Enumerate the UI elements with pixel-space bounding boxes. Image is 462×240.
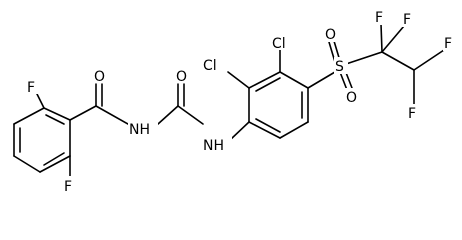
bond-n-aryl bbox=[229, 121, 250, 141]
atom-o-sulfonyl-bottom: O bbox=[346, 90, 357, 106]
bond-ring-carbonyl bbox=[69, 105, 97, 121]
structure-diagram: F F O NH O NH Cl Cl S O O F F F F bbox=[13, 8, 457, 195]
atom-f-top: F bbox=[27, 80, 35, 96]
atom-n-amide: NH bbox=[129, 122, 150, 138]
atom-o-urea: O bbox=[176, 69, 187, 85]
atom-cl-2: Cl bbox=[203, 58, 217, 74]
bond-c-f-top bbox=[35, 91, 45, 109]
bond-carbonyl-n bbox=[95, 105, 129, 125]
difluorophenyl-ring bbox=[13, 107, 71, 173]
bond-cf2-chf2 bbox=[381, 51, 415, 71]
atom-f-cf2-1: F bbox=[375, 10, 383, 26]
atom-cl-3: Cl bbox=[272, 36, 286, 52]
atom-f-bottom: F bbox=[64, 179, 72, 195]
atom-labels: F F O NH O NH Cl Cl S O O F F F F bbox=[27, 8, 457, 195]
atom-f-chf2-bottom: F bbox=[408, 106, 416, 122]
atom-f-chf2-top: F bbox=[444, 36, 452, 52]
bond-chf2-f-top bbox=[413, 49, 445, 71]
bond-s-o-bottom bbox=[339, 71, 348, 91]
atom-s-sulfonyl: S bbox=[335, 59, 344, 75]
bond-s-cf2 bbox=[345, 51, 383, 65]
bond-n-urea-c bbox=[157, 105, 179, 125]
atom-o-sulfonyl-top: O bbox=[325, 27, 336, 43]
atom-f-cf2-2: F bbox=[403, 12, 411, 28]
bond-cf2-f1 bbox=[380, 23, 383, 53]
bond-urea-c-n bbox=[177, 105, 204, 125]
atom-o-benzoyl: O bbox=[94, 69, 105, 85]
bond-cf2-f2 bbox=[381, 25, 405, 53]
dichlorophenyl-ring bbox=[248, 71, 309, 139]
atom-n-aryl: NH bbox=[203, 138, 224, 154]
bond-ring-s bbox=[307, 71, 336, 89]
bond-c-cl-2 bbox=[227, 71, 250, 89]
molecule-drawing: F F O NH O NH Cl Cl S O O F F F F bbox=[13, 8, 457, 195]
